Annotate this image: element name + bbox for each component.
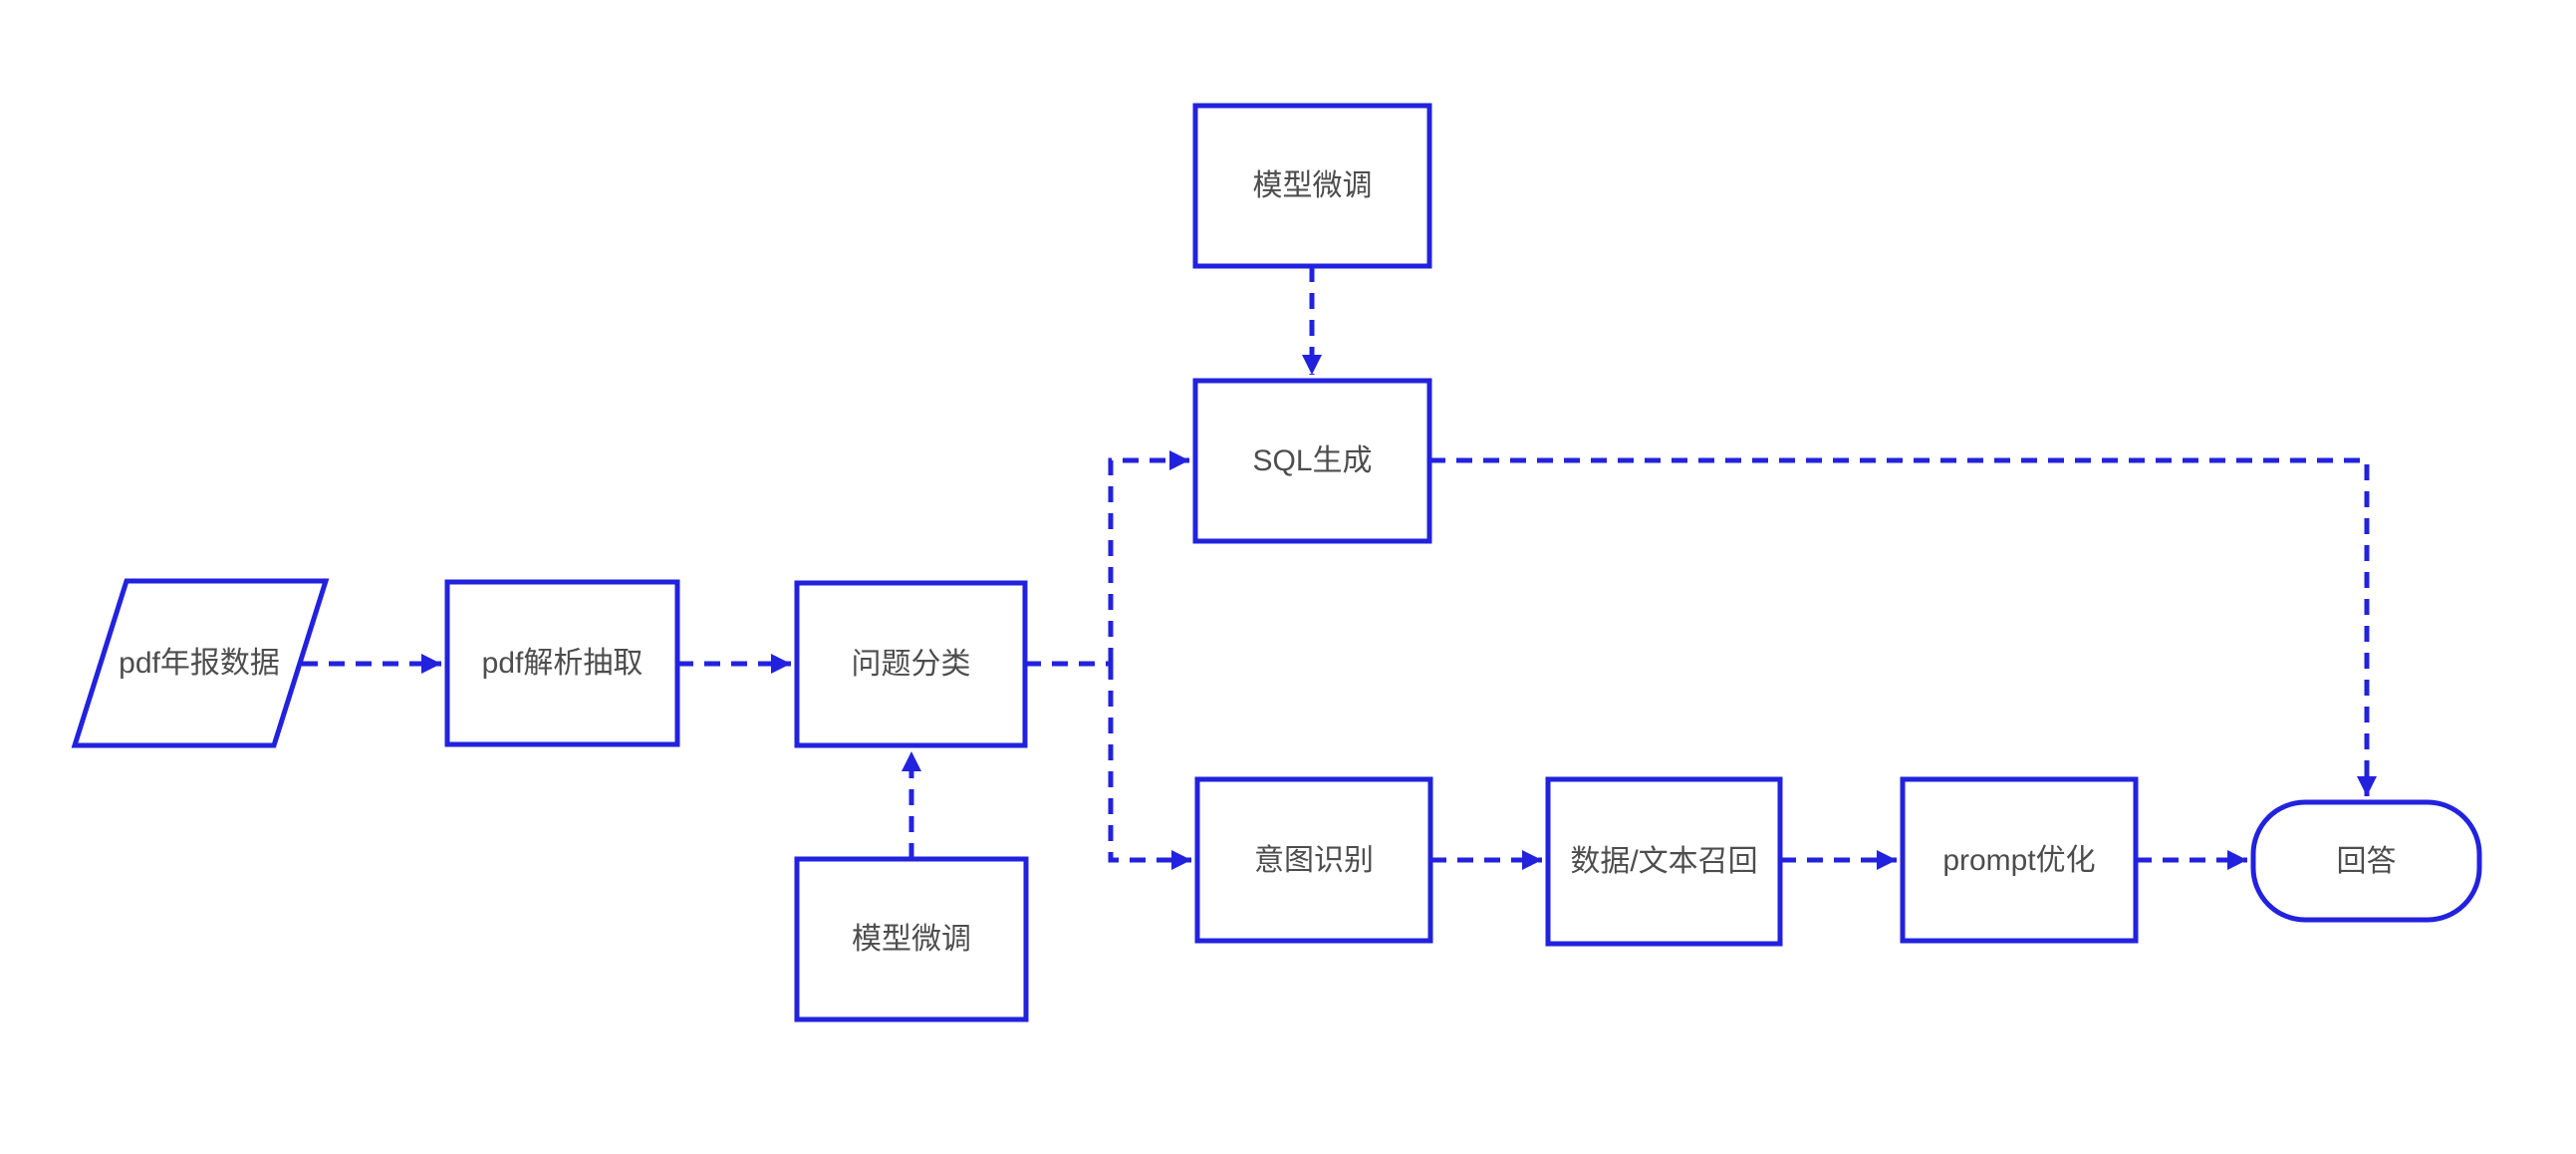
node-intent-shape (1194, 776, 1433, 944)
node-finetune-top-shape (1192, 103, 1432, 269)
node-pdf-parse-shape (444, 579, 680, 747)
node-sql-gen-shape (1192, 378, 1432, 544)
node-prompt-opt-shape (1900, 776, 2139, 944)
node-recall-shape (1545, 776, 1783, 947)
edge-sqlgen-to-answer (1429, 457, 2377, 796)
node-answer-shape (2250, 799, 2482, 923)
edge-branch-to-intent (1108, 664, 1191, 870)
edge-branch-to-sqlgen (1108, 450, 1189, 664)
node-finetune-bottom-shape (794, 856, 1029, 1022)
node-pdf-data-shape (71, 578, 330, 748)
node-q-classify-shape (794, 580, 1028, 748)
